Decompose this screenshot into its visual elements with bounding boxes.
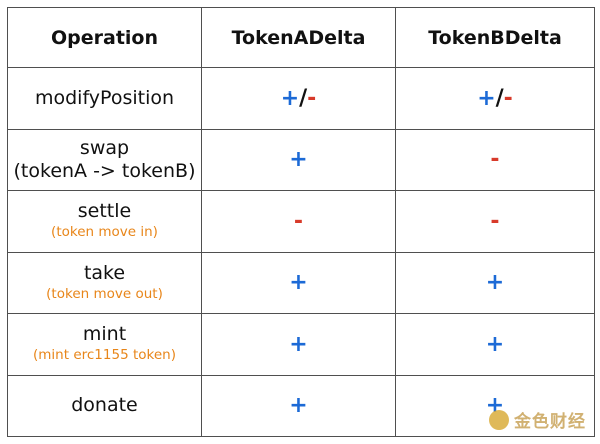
operation-cell: settle (token move in) (7, 190, 202, 253)
table-row: take (token move out) + + (7, 251, 595, 314)
tokenb-delta-cell: +/- (395, 67, 595, 130)
minus-sign: - (490, 208, 500, 234)
operation-name: take (83, 261, 126, 284)
jinse-logo-icon (489, 409, 509, 430)
header-operation: Operation (7, 7, 202, 68)
tokenb-delta-cell: - (395, 190, 595, 253)
operation-cell: modifyPosition (7, 67, 202, 130)
slash-separator: / (495, 85, 504, 111)
operations-table: Operation TokenADelta TokenBDelta modify… (7, 7, 595, 437)
plus-sign: + (289, 331, 308, 357)
operation-name: modifyPosition (34, 86, 175, 109)
tokena-delta-cell: + (201, 128, 396, 191)
operation-cell: mint (mint erc1155 token) (7, 313, 202, 376)
operation-note: (token move in) (51, 224, 158, 241)
tokena-delta-cell: - (201, 190, 396, 253)
watermark-text: 金色财经 (514, 412, 586, 432)
plus-sign: + (485, 331, 505, 357)
plus-sign: + (485, 270, 505, 296)
minus-sign: - (503, 85, 513, 111)
operation-cell: take (token move out) (7, 251, 202, 314)
operation-name: swap (79, 136, 130, 159)
operation-name: mint (82, 323, 127, 346)
header-row: Operation TokenADelta TokenBDelta (7, 7, 595, 68)
table-row: mint (mint erc1155 token) + + (7, 313, 595, 376)
tokenb-delta-cell: + (395, 251, 595, 314)
header-tokenb-delta: TokenBDelta (395, 7, 595, 68)
operation-note: (token move out) (46, 285, 163, 302)
table-row: modifyPosition +/- +/- (7, 67, 595, 130)
minus-sign: - (293, 208, 304, 234)
operation-name: settle (77, 200, 132, 223)
plus-sign: + (289, 393, 308, 419)
tokenb-delta-cell: + (395, 374, 595, 437)
plus-sign: + (477, 85, 496, 111)
operation-name: donate (71, 394, 138, 417)
plus-sign: + (280, 85, 300, 111)
tokena-delta-cell: + (201, 374, 396, 437)
tokena-delta-cell: + (201, 313, 396, 376)
slash-separator: / (299, 85, 308, 111)
tokenb-delta-cell: - (395, 128, 595, 191)
plus-sign: + (289, 270, 308, 296)
minus-sign: - (490, 147, 500, 173)
operation-note: (mint erc1155 token) (33, 347, 176, 364)
operation-cell: donate (7, 374, 202, 437)
table-row: settle (token move in) - - (7, 190, 595, 253)
watermark: 金色财经 (489, 407, 586, 432)
tokenb-delta-cell: + (395, 313, 595, 376)
tokena-delta-cell: +/- (201, 67, 396, 130)
table-row: donate + + (7, 374, 595, 437)
minus-sign: - (307, 85, 317, 111)
table-row: swap (tokenA -> tokenB) + - (7, 128, 595, 191)
plus-sign: + (289, 147, 308, 173)
operation-note: (tokenA -> tokenB) (13, 159, 196, 182)
tokena-delta-cell: + (201, 251, 396, 314)
operation-cell: swap (tokenA -> tokenB) (7, 128, 202, 191)
header-tokena-delta: TokenADelta (201, 7, 396, 68)
